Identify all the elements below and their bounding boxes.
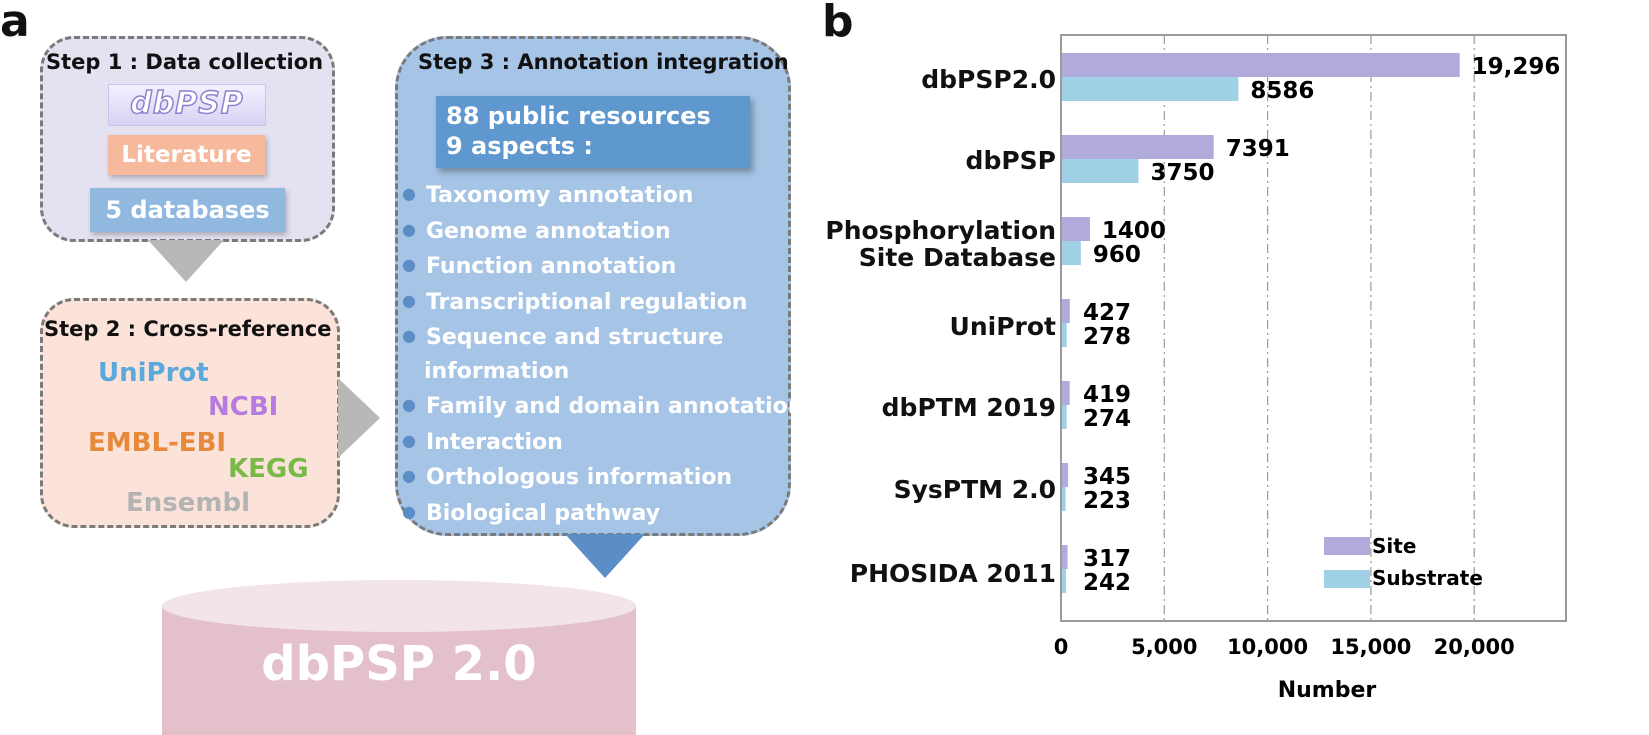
literature-pill: Literature — [108, 135, 265, 175]
substrate-bar — [1061, 487, 1066, 511]
category-label: UniProt — [949, 312, 1056, 341]
step1-title: Step 1 : Data collection — [46, 50, 324, 74]
bar-value-label: 419 — [1083, 382, 1131, 408]
bar-value-label: 960 — [1093, 242, 1141, 268]
plot-frame — [1060, 34, 1567, 622]
x-tick-label: 0 — [1054, 635, 1069, 659]
bullet-icon: ● — [402, 466, 416, 485]
bullet-icon: ● — [402, 326, 416, 345]
output-db-label: dbPSP 2.0 — [261, 636, 537, 692]
bar-value-label: 1400 — [1102, 218, 1166, 244]
bullet-icon: ● — [402, 430, 416, 450]
bar-value-label: 8586 — [1250, 78, 1314, 104]
bar-value-label: 317 — [1083, 546, 1131, 572]
substrate-bar — [1061, 159, 1139, 183]
list-item: ●Family and domain annotation — [402, 394, 804, 419]
site-bar — [1061, 545, 1068, 569]
list-item: ●Transcriptional regulation — [402, 289, 748, 315]
bar-value-label: 242 — [1083, 570, 1131, 596]
bar-value-label: 345 — [1083, 464, 1131, 490]
substrate-bar — [1061, 323, 1067, 347]
panel-b-letter: b — [822, 0, 854, 47]
step1-arrow — [148, 240, 224, 282]
bullet-icon: ● — [402, 255, 416, 274]
step3-arrow — [565, 534, 645, 578]
substrate-bar — [1061, 241, 1081, 265]
bullet-icon: ● — [402, 219, 416, 239]
annotation-list: ●Taxonomy annotation ●Genome annotation … — [402, 177, 803, 530]
category-label: dbPSP2.0 — [921, 65, 1056, 94]
site-bar — [1061, 381, 1070, 405]
substrate-bar — [1061, 569, 1066, 593]
list-item: ●Genome annotation — [402, 218, 671, 244]
bar-value-label: 3750 — [1150, 160, 1214, 186]
bar-value-label: 278 — [1083, 324, 1131, 350]
embl-ebi-label: EMBL-EBI — [88, 428, 227, 458]
list-item: ●Sequence and structure — [402, 325, 724, 350]
x-tick-label: 20,000 — [1434, 635, 1515, 659]
list-item: ●Function annotation — [402, 254, 677, 279]
databases-pill: 5 databases — [90, 188, 285, 232]
x-axis-title: Number — [1278, 678, 1377, 703]
legend-site-label: Site — [1372, 534, 1416, 558]
bar-value-label: 274 — [1083, 406, 1131, 432]
bullet-icon: ● — [402, 501, 416, 521]
substrate-bar — [1061, 405, 1067, 429]
database-cylinder — [162, 580, 636, 735]
legend-site-swatch — [1324, 537, 1370, 555]
bullet-icon: ● — [402, 395, 416, 414]
bar-value-label: 7391 — [1226, 136, 1290, 162]
bar-value-label: 427 — [1083, 300, 1131, 326]
bullet-icon: ● — [402, 184, 416, 203]
category-label: dbPTM 2019 — [881, 393, 1056, 422]
bullet-icon: ● — [402, 290, 416, 310]
category-label: SysPTM 2.0 — [893, 475, 1056, 504]
site-bar — [1061, 299, 1070, 323]
step2-arrow — [338, 378, 380, 458]
legend-substrate-label: Substrate — [1372, 566, 1483, 590]
list-item: ●Interaction — [402, 429, 563, 455]
ensembl-label: Ensembl — [126, 488, 250, 518]
site-bar — [1061, 217, 1090, 241]
panel-a-letter: a — [0, 0, 30, 47]
step2-box — [40, 298, 340, 528]
list-item: ●Biological pathway — [402, 500, 661, 526]
list-item-continuation: information — [424, 358, 570, 384]
kegg-label: KEGG — [228, 454, 309, 484]
summary-line-resources: 88 public resources — [446, 102, 711, 130]
step2-title: Step 2 : Cross-reference — [44, 317, 332, 341]
site-bar — [1061, 53, 1460, 77]
list-item: ●Orthologous information — [402, 465, 733, 490]
dbpsp-logo-text: dbPSP — [129, 85, 244, 122]
summary-line-aspects: 9 aspects : — [446, 132, 593, 160]
step3-title: Step 3 : Annotation integration — [418, 50, 789, 74]
x-tick-label: 10,000 — [1227, 635, 1308, 659]
dbpsp-logo: dbPSP — [108, 84, 266, 126]
category-label: dbPSP — [965, 146, 1056, 175]
site-bar — [1061, 463, 1069, 487]
list-item: ●Taxonomy annotation — [402, 183, 694, 208]
legend-substrate-swatch — [1324, 570, 1370, 588]
ncbi-label: NCBI — [208, 392, 279, 422]
summary-box: 88 public resources 9 aspects : — [436, 96, 750, 168]
site-bar — [1061, 135, 1214, 159]
category-label: PHOSIDA 2011 — [849, 559, 1056, 588]
bar-value-label: 19,296 — [1472, 54, 1561, 80]
bar-value-label: 223 — [1083, 488, 1131, 514]
substrate-bar — [1061, 77, 1239, 101]
uniprot-label: UniProt — [98, 358, 209, 388]
x-tick-label: 5,000 — [1131, 635, 1197, 659]
x-tick-label: 15,000 — [1330, 635, 1411, 659]
